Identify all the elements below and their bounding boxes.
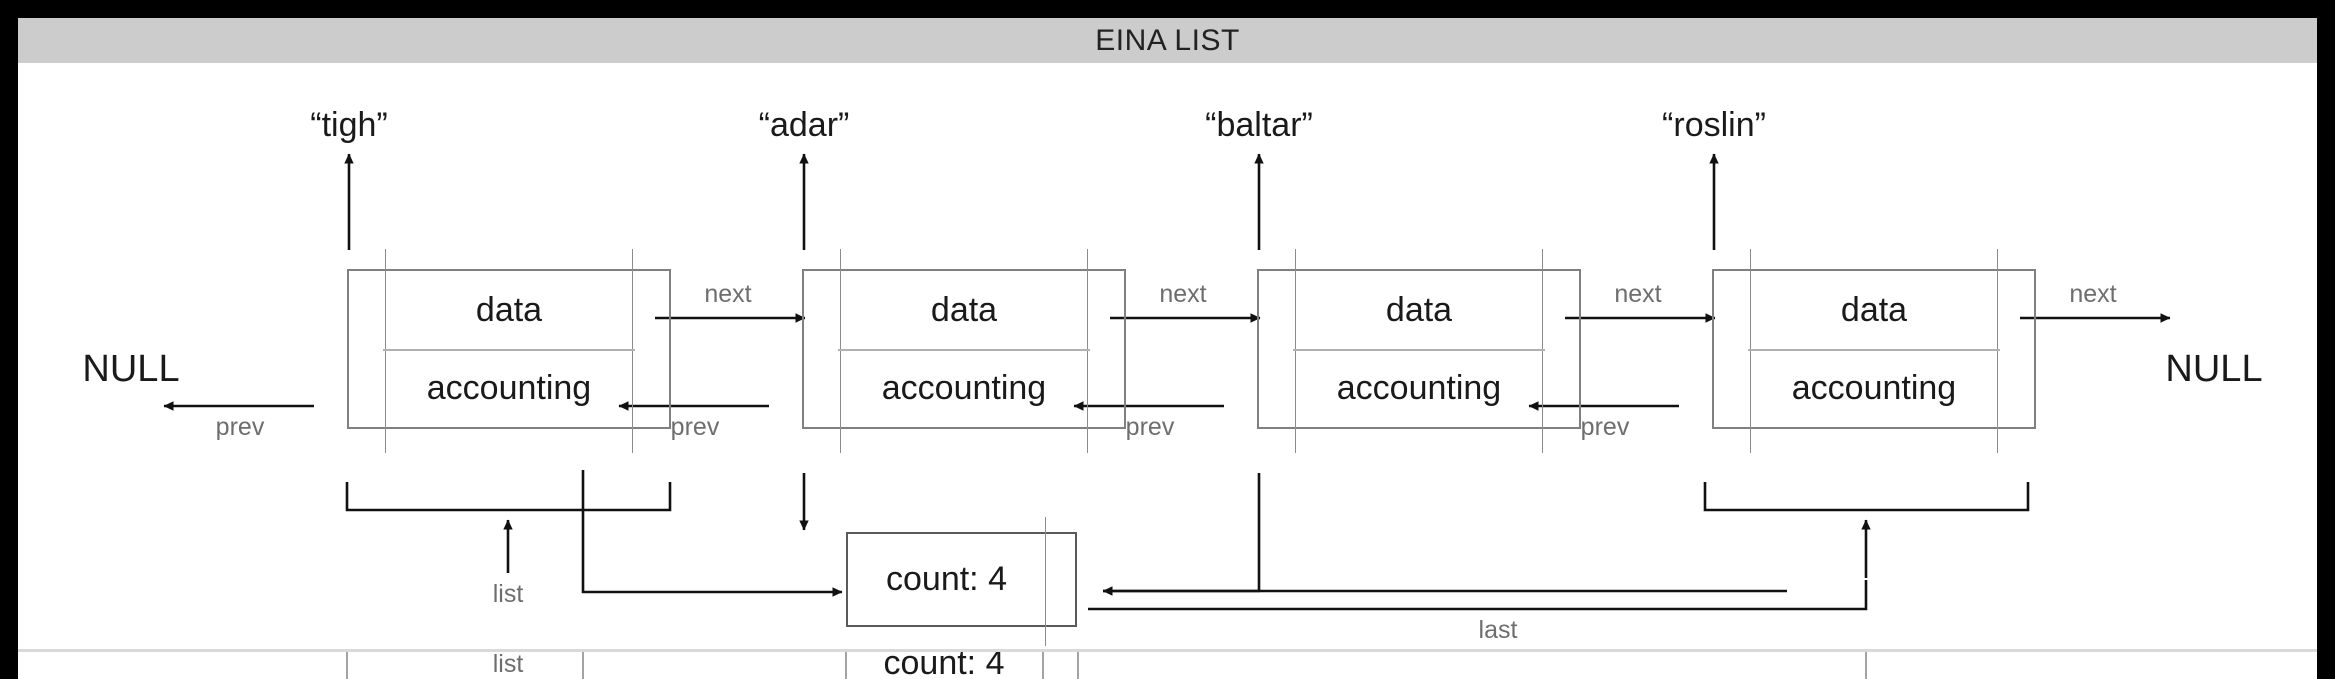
list-node-2: data accounting (1257, 249, 1581, 453)
next-label-0: next (704, 280, 752, 308)
next-label-2: next (1614, 280, 1662, 308)
node-field-divider (383, 349, 635, 351)
node-value-1: “adar” (758, 106, 850, 144)
list-pointer-label: list (492, 580, 524, 608)
node-prev-slot-icon (1750, 249, 1751, 453)
prev-label-2: prev (1125, 413, 1175, 441)
node-accounting-field: accounting (426, 368, 592, 407)
accounting-count-box: count: 4 (846, 517, 1077, 646)
repeated-list-label: list (492, 652, 524, 678)
node-next-slot-icon (632, 249, 633, 453)
node-accounting-field: accounting (881, 368, 1047, 407)
null-left: NULL (82, 348, 180, 390)
node-accounting-field: accounting (1336, 368, 1502, 407)
repeated-count-label: count: 4 (883, 652, 1005, 679)
node-data-field: data (1385, 290, 1453, 329)
next-label-3: next (2069, 280, 2117, 308)
connector-layer (163, 153, 2171, 611)
node-value-2: “baltar” (1205, 106, 1313, 144)
prev-label-1: prev (670, 413, 720, 441)
node-data-field: data (1840, 290, 1908, 329)
repeated-strip-lines (346, 652, 1867, 679)
list-node-0: data accounting (347, 249, 671, 453)
strip-divider (18, 649, 2317, 652)
node-prev-slot-icon (840, 249, 841, 453)
list-node-3: data accounting (1712, 249, 2036, 453)
node-prev-slot-icon (385, 249, 386, 453)
node-accounting-field: accounting (1791, 368, 1957, 407)
node-data-field: data (475, 290, 543, 329)
node-next-slot-icon (1997, 249, 1998, 453)
count-box-divider (1045, 517, 1046, 646)
node-value-3: “roslin” (1662, 106, 1766, 144)
repeated-strip: list count: 4 (18, 652, 2317, 679)
node-next-slot-icon (1542, 249, 1543, 453)
node-prev-slot-icon (1295, 249, 1296, 453)
node-value-0: “tigh” (310, 106, 388, 144)
prev-label-0: prev (215, 413, 265, 441)
prev-label-3: prev (1580, 413, 1630, 441)
null-right: NULL (2165, 348, 2263, 390)
next-label-1: next (1159, 280, 1207, 308)
last-pointer-label: last (1478, 616, 1518, 644)
node-field-divider (1293, 349, 1545, 351)
window-titlebar: EINA LIST (18, 18, 2317, 63)
node-field-divider (1748, 349, 2000, 351)
node-field-divider (838, 349, 1090, 351)
node-data-field: data (930, 290, 998, 329)
page-title: EINA LIST (1095, 23, 1240, 57)
list-node-1: data accounting (802, 249, 1126, 453)
node-next-slot-icon (1087, 249, 1088, 453)
diagram-panel: EINA LIST (18, 18, 2317, 679)
count-label: count: 4 (886, 560, 1007, 598)
